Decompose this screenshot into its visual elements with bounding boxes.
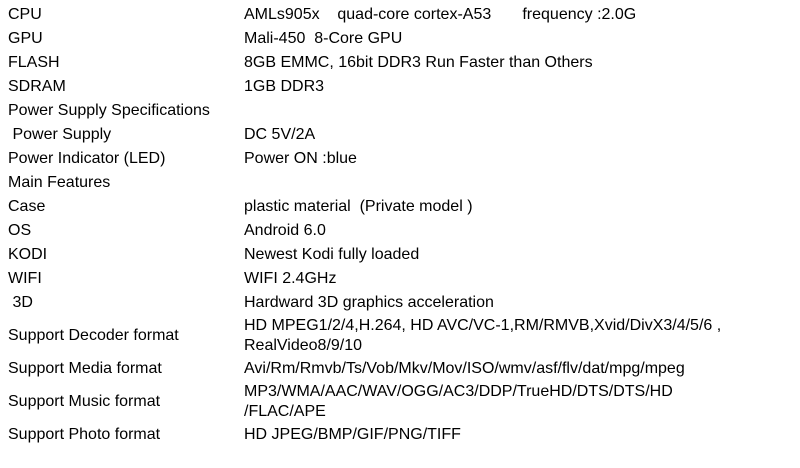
spec-label: WIFI — [8, 270, 42, 287]
spec-label: FLASH — [8, 54, 60, 71]
spec-value: HD MPEG1/2/4,H.264, HD AVC/VC-1,RM/RMVB,… — [244, 317, 722, 354]
spec-value: Avi/Rm/Rmvb/Ts/Vob/Mkv/Mov/ISO/wmv/asf/f… — [244, 360, 685, 377]
spec-row-cpu: CPU AMLs905x quad-core cortex-A53 freque… — [0, 3, 800, 27]
spec-label: SDRAM — [8, 78, 66, 95]
spec-row-os: OS Android 6.0 — [0, 219, 800, 243]
section-heading: Main Features — [8, 174, 111, 191]
section-heading-main-features: Main Features — [0, 171, 800, 195]
spec-value: AMLs905x quad-core cortex-A53 frequency … — [244, 6, 637, 23]
spec-row-kodi: KODI Newest Kodi fully loaded — [0, 243, 800, 267]
spec-value: MP3/WMA/AAC/WAV/OGG/AC3/DDP/TrueHD/DTS/D… — [244, 383, 673, 420]
spec-value: Android 6.0 — [244, 222, 326, 239]
spec-row-power-indicator: Power Indicator (LED) Power ON :blue — [0, 147, 800, 171]
spec-value: plastic material (Private model ) — [244, 198, 473, 215]
spec-label: Case — [8, 198, 46, 215]
spec-value: 8GB EMMC, 16bit DDR3 Run Faster than Oth… — [244, 54, 593, 71]
spec-row-decoder-format: Support Decoder format HD MPEG1/2/4,H.26… — [0, 315, 800, 357]
spec-label: GPU — [8, 30, 43, 47]
spec-row-sdram: SDRAM 1GB DDR3 — [0, 75, 800, 99]
spec-label: KODI — [8, 246, 48, 263]
spec-value: Power ON :blue — [244, 150, 357, 167]
spec-value: DC 5V/2A — [244, 126, 316, 143]
spec-row-wifi: WIFI WIFI 2.4GHz — [0, 267, 800, 291]
spec-label: Power Indicator (LED) — [8, 150, 166, 167]
spec-row-3d: 3D Hardward 3D graphics acceleration — [0, 291, 800, 315]
spec-label: CPU — [8, 6, 42, 23]
spec-value: HD JPEG/BMP/GIF/PNG/TIFF — [244, 426, 461, 443]
spec-label: Power Supply — [8, 126, 112, 143]
section-heading-power-supply: Power Supply Specifications — [0, 99, 800, 123]
spec-row-power-supply: Power Supply DC 5V/2A — [0, 123, 800, 147]
spec-row-case: Case plastic material (Private model ) — [0, 195, 800, 219]
spec-row-music-format: Support Music format MP3/WMA/AAC/WAV/OGG… — [0, 381, 800, 423]
section-heading: Power Supply Specifications — [8, 102, 210, 119]
spec-label: Support Photo format — [8, 426, 161, 443]
spec-label: Support Decoder format — [8, 327, 179, 344]
spec-value: 1GB DDR3 — [244, 78, 325, 95]
spec-row-gpu: GPU Mali-450 8-Core GPU — [0, 27, 800, 51]
spec-label: 3D — [8, 294, 33, 311]
spec-value: WIFI 2.4GHz — [244, 270, 337, 287]
spec-value: Hardward 3D graphics acceleration — [244, 294, 494, 311]
spec-row-flash: FLASH 8GB EMMC, 16bit DDR3 Run Faster th… — [0, 51, 800, 75]
spec-row-photo-format: Support Photo format HD JPEG/BMP/GIF/PNG… — [0, 423, 800, 447]
spec-value: Newest Kodi fully loaded — [244, 246, 420, 263]
spec-value: Mali-450 8-Core GPU — [244, 30, 403, 47]
spec-label: OS — [8, 222, 32, 239]
spec-label: Support Music format — [8, 393, 161, 410]
spec-row-media-format: Support Media format Avi/Rm/Rmvb/Ts/Vob/… — [0, 357, 800, 381]
spec-label: Support Media format — [8, 360, 162, 377]
